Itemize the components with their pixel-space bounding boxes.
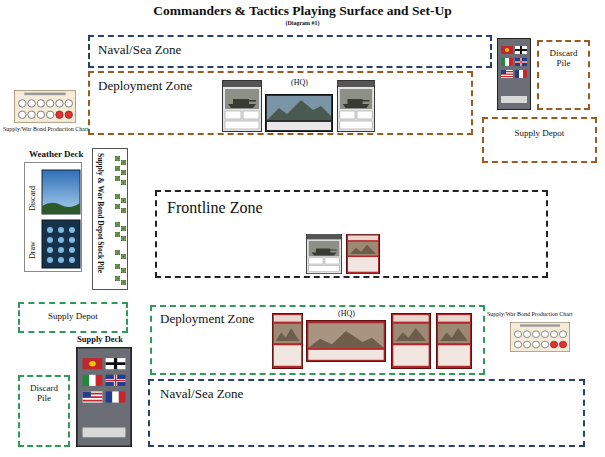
zone-label: Draw [28, 241, 37, 259]
zone-label: Deployment Zone [98, 79, 192, 94]
deck-label: Supply Deck [77, 335, 123, 345]
zone-label: Weather Deck [29, 149, 84, 159]
zone-box: Discard Pile [537, 40, 590, 110]
zone-label: Discard Pile [542, 48, 585, 69]
zone-box: Discard Pile [18, 375, 70, 447]
zone-label: Deployment Zone [160, 312, 254, 327]
zone-box: Weather DeckDiscardDraw [24, 162, 82, 272]
zone-label: Supply & War Bond Depot Stock Pile [95, 153, 104, 287]
zone-label: Naval/Sea Zone [98, 43, 181, 58]
zone-box: Supply Depot [482, 117, 597, 163]
zone-box: Deployment Zone (HQ) [150, 305, 485, 375]
zone-box: Naval/Sea Zone [148, 379, 585, 447]
chart-label: Supply/War Bond Production Chart [3, 126, 89, 133]
zone-box: Naval/Sea Zone [88, 35, 492, 68]
diagram-number: (Diagram #1) [0, 20, 605, 27]
chart-label: Supply/War Bond Production Chart [487, 311, 573, 318]
zone-label: (HQ) [291, 78, 308, 87]
zone-label: Discard [28, 186, 37, 211]
zone-box: Deployment Zone (HQ) [88, 71, 473, 135]
zone-box: Frontline Zone [155, 190, 548, 278]
zone-label: Naval/Sea Zone [160, 387, 243, 402]
zone-label: Supply Depot [23, 311, 123, 321]
zone-box: Supply Depot [18, 302, 128, 333]
zone-box: Supply & War Bond Depot Stock Pile [92, 148, 128, 290]
zone-label: Supply Depot [487, 128, 592, 138]
diagram-title: Commanders & Tactics Playing Surface and… [0, 3, 605, 19]
zone-label: Discard Pile [23, 383, 65, 404]
zone-label: Frontline Zone [167, 199, 263, 217]
zone-label: (HQ) [338, 309, 355, 318]
